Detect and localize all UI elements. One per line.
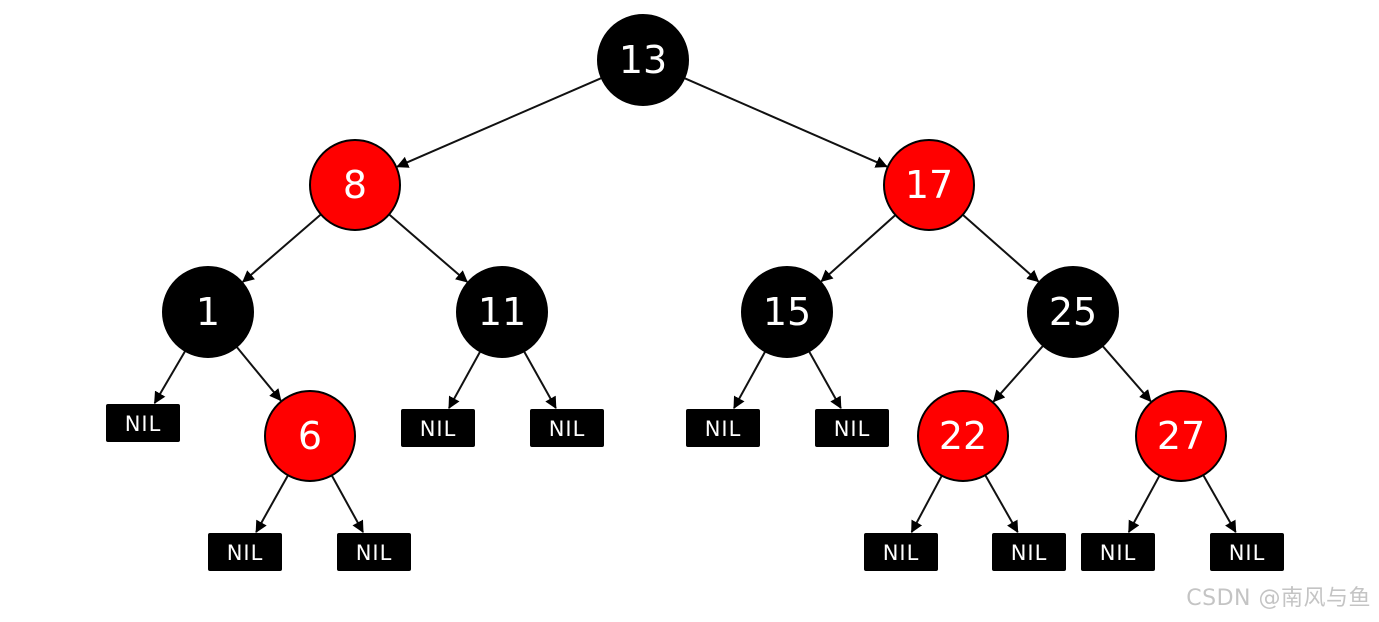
nil-leaf: NIL — [1081, 533, 1155, 571]
edge-n27-nil10 — [1127, 475, 1161, 533]
edge-n17-n25 — [962, 214, 1040, 283]
watermark: CSDN @南风与鱼 — [1186, 586, 1371, 611]
node-circle-red — [917, 390, 1009, 482]
edge-n6-nil6 — [255, 474, 289, 534]
edge-n13-n17 — [683, 77, 888, 168]
edge-n22-nil9 — [984, 474, 1019, 534]
nil-leaf-box — [1210, 533, 1284, 571]
tree-node-22: 22 — [917, 390, 1009, 482]
node-label: 6 — [298, 414, 322, 458]
edge-n1-nil1 — [153, 350, 187, 404]
node-circle-black — [741, 266, 833, 358]
nil-leaf-box — [337, 533, 411, 571]
nil-leaf-label: NIL — [1011, 541, 1048, 565]
nil-leaf-box — [208, 533, 282, 571]
nil-leaves-layer: NIL NIL NIL NIL NIL NIL NIL NIL NIL NIL NIL — [106, 404, 1284, 571]
nil-leaf: NIL — [1210, 533, 1284, 571]
nil-leaf-label: NIL — [705, 417, 742, 441]
tree-node-27: 27 — [1135, 390, 1227, 482]
node-label: 17 — [905, 163, 953, 207]
nil-leaf-box — [1081, 533, 1155, 571]
nil-leaf-label: NIL — [1229, 541, 1266, 565]
node-circle-black — [1027, 266, 1119, 358]
edge-n22-nil8 — [910, 475, 943, 533]
nil-leaf-label: NIL — [1100, 541, 1137, 565]
nil-leaf: NIL — [864, 533, 938, 571]
tree-node-11: 11 — [456, 266, 548, 358]
node-label: 22 — [939, 414, 987, 458]
edge-n1-n6 — [235, 346, 282, 402]
edge-n13-n8 — [396, 76, 603, 168]
nil-leaf-box — [815, 409, 889, 447]
nil-leaf: NIL — [815, 409, 889, 447]
edge-n8-n1 — [242, 213, 322, 283]
nil-leaf-label: NIL — [549, 417, 586, 441]
edge-n8-n11 — [388, 213, 468, 283]
nil-leaf-box — [864, 533, 938, 571]
nil-leaf-box — [530, 409, 604, 447]
nil-leaf-label: NIL — [125, 412, 162, 436]
edges-layer — [153, 76, 1237, 534]
node-label: 13 — [619, 38, 667, 82]
node-circle-red — [264, 390, 356, 482]
nil-leaf-label: NIL — [834, 417, 871, 441]
node-circle-red — [309, 139, 401, 231]
nil-leaf: NIL — [106, 404, 180, 442]
node-label: 25 — [1049, 290, 1097, 334]
tree-node-15: 15 — [741, 266, 833, 358]
edge-n25-n27 — [1101, 345, 1152, 403]
nil-leaf-box — [401, 409, 475, 447]
nil-leaf: NIL — [337, 533, 411, 571]
nil-leaf: NIL — [686, 409, 760, 447]
nil-leaf: NIL — [208, 533, 282, 571]
edge-n27-nil11 — [1202, 474, 1237, 534]
nil-leaf-label: NIL — [227, 541, 264, 565]
node-label: 27 — [1157, 414, 1205, 458]
edge-n6-nil7 — [330, 474, 364, 534]
nil-leaf-label: NIL — [883, 541, 920, 565]
tree-node-17: 17 — [883, 139, 975, 231]
edge-n25-n22 — [992, 344, 1044, 403]
nil-leaf-label: NIL — [356, 541, 393, 565]
tree-node-8: 8 — [309, 139, 401, 231]
tree-node-13: 13 — [597, 14, 689, 106]
edge-n11-nil2 — [448, 350, 482, 409]
tree-node-6: 6 — [264, 390, 356, 482]
nil-leaf: NIL — [992, 533, 1066, 571]
node-label: 11 — [478, 290, 526, 334]
edge-n15-nil4 — [733, 350, 767, 409]
nil-leaf-label: NIL — [420, 417, 457, 441]
edge-n15-nil5 — [808, 350, 842, 410]
nil-leaf: NIL — [401, 409, 475, 447]
node-circle-black — [456, 266, 548, 358]
node-label: 8 — [343, 163, 367, 207]
tree-node-25: 25 — [1027, 266, 1119, 358]
node-circle-black — [162, 266, 254, 358]
nil-leaf-box — [992, 533, 1066, 571]
tree-node-1: 1 — [162, 266, 254, 358]
node-circle-black — [597, 14, 689, 106]
nil-leaf: NIL — [530, 409, 604, 447]
node-circle-red — [883, 139, 975, 231]
edge-n11-nil3 — [523, 350, 557, 410]
nil-leaf-box — [686, 409, 760, 447]
nil-leaf-box — [106, 404, 180, 442]
edge-n17-n15 — [820, 214, 897, 283]
node-circle-red — [1135, 390, 1227, 482]
node-label: 15 — [763, 290, 811, 334]
node-label: 1 — [196, 290, 220, 334]
